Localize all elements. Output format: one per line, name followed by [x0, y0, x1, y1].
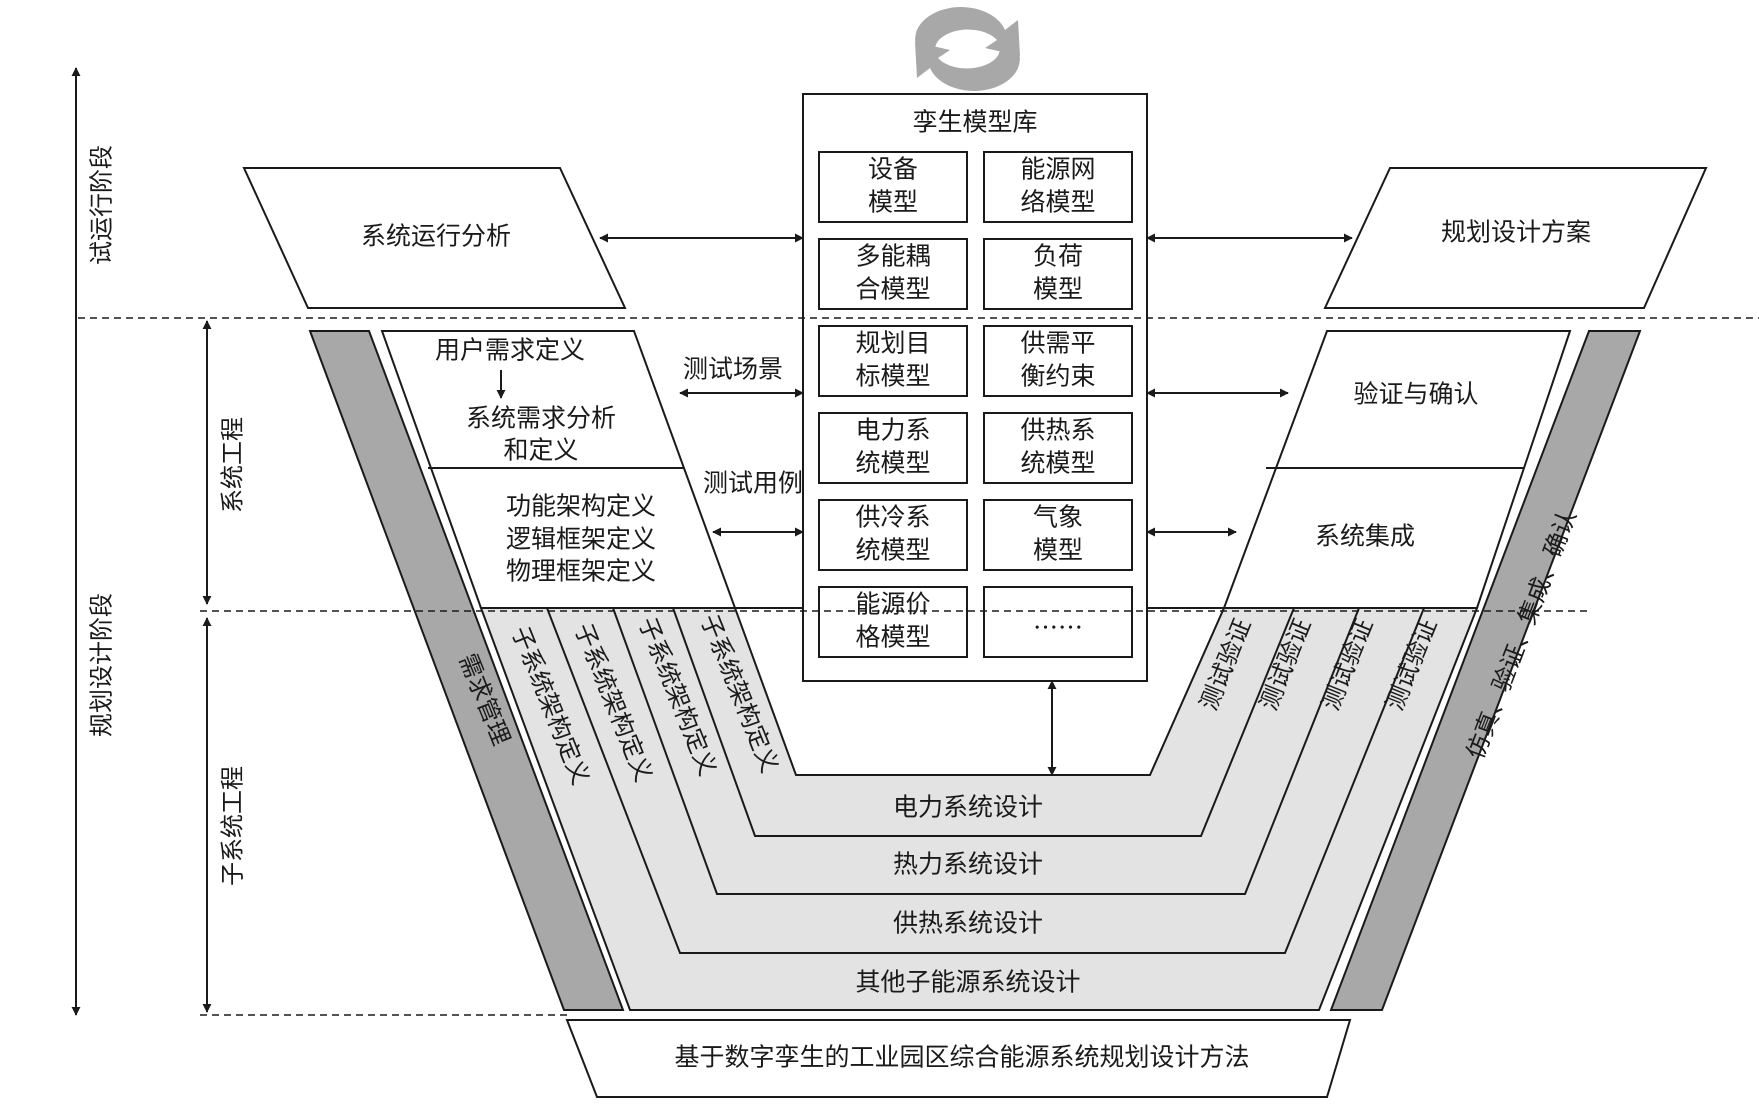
- model-device: 设备: [868, 155, 918, 184]
- planning-design-scheme-box: [1323, 167, 1708, 309]
- right-verification-block: [1222, 330, 1572, 609]
- trial-run-phase-label: 试运行阶段: [88, 145, 116, 265]
- model-load: 模型: [1033, 275, 1083, 304]
- method-box: [565, 1019, 1352, 1098]
- logical-framework-label: 逻辑框架定义: [506, 525, 656, 554]
- requirement-management-band: [308, 330, 625, 1011]
- model-weather: 模型: [1033, 536, 1083, 565]
- system-requirements-label: 系统需求分析: [466, 404, 616, 433]
- physical-framework-label: 物理框架定义: [506, 557, 656, 586]
- model-supply-demand-balance: 衡约束: [1020, 362, 1095, 391]
- refresh-cycle-icon: [915, 7, 1020, 91]
- power-system-design-label: 电力系统设计: [893, 793, 1043, 822]
- model-planning-objective: 规划目: [855, 329, 930, 358]
- functional-architecture-label: 功能架构定义: [506, 492, 656, 521]
- model-load: 负荷: [1033, 242, 1083, 271]
- planning-design-scheme-label: 规划设计方案: [1441, 218, 1591, 247]
- model-power-system: 统模型: [855, 449, 930, 478]
- user-requirements-label: 用户需求定义: [435, 336, 585, 365]
- library-title: 孪生模型库: [912, 108, 1037, 137]
- model-weather: 气象: [1033, 503, 1083, 532]
- model-more: ……: [1033, 606, 1083, 635]
- model-multi-energy-coupling: 多能耦: [855, 242, 930, 271]
- test-case-label: 测试用例: [703, 469, 803, 498]
- model-planning-objective: 标模型: [855, 362, 930, 391]
- other-energy-system-design-label: 其他子能源系统设计: [855, 968, 1080, 997]
- system-operation-analysis-label: 系统运行分析: [361, 222, 511, 251]
- model-supply-demand-balance: 供需平: [1020, 329, 1095, 358]
- model-multi-energy-coupling: 合模型: [855, 275, 930, 304]
- system-engineering-label: 系统工程: [219, 417, 247, 513]
- subsystem-engineering-label: 子系统工程: [219, 766, 247, 886]
- verification-validation-label: 验证与确认: [1353, 380, 1478, 409]
- planning-phase-label: 规划设计阶段: [88, 593, 116, 737]
- system-operation-analysis-box: [242, 167, 627, 309]
- heating-system-design-label: 供热系统设计: [893, 909, 1043, 938]
- system-requirements-label: 和定义: [503, 436, 578, 465]
- model-heating-system: 统模型: [1020, 449, 1095, 478]
- left-definition-block: [380, 330, 737, 609]
- test-scenario-label: 测试场景: [683, 355, 783, 384]
- library-cells: [818, 151, 1133, 658]
- model-energy-network: 络模型: [1020, 188, 1095, 217]
- method-label: 基于数字孪生的工业园区综合能源系统规划设计方法: [674, 1043, 1249, 1072]
- model-energy-network: 能源网: [1020, 155, 1095, 184]
- model-heating-system: 供热系: [1020, 416, 1095, 445]
- system-integration-label: 系统集成: [1315, 522, 1415, 551]
- thermal-system-design-label: 热力系统设计: [893, 850, 1043, 879]
- model-energy-price: 格模型: [855, 623, 930, 652]
- simulation-band: [1329, 330, 1642, 1011]
- model-cooling-system: 供冷系: [855, 503, 930, 532]
- model-power-system: 电力系: [855, 416, 930, 445]
- model-cooling-system: 统模型: [855, 536, 930, 565]
- model-device: 模型: [868, 188, 918, 217]
- model-energy-price: 能源价: [855, 590, 930, 619]
